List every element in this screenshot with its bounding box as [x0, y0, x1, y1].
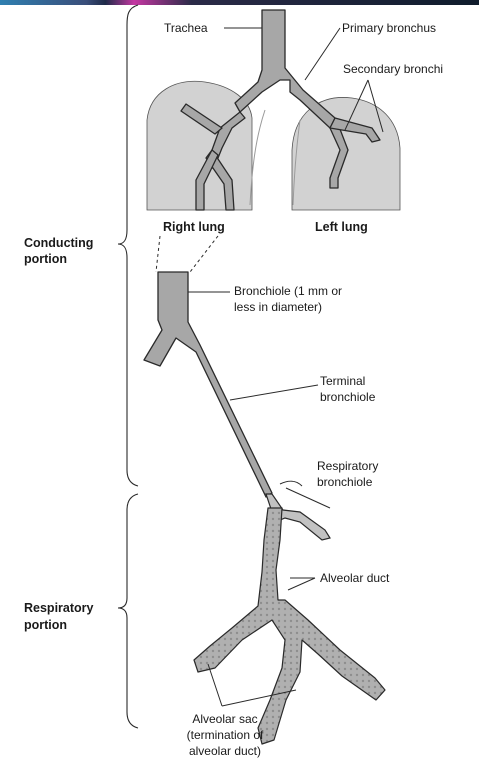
bronchiole-label-1: Bronchiole (1 mm or [234, 284, 342, 298]
alveolar-sac-label-1: Alveolar sac [165, 712, 285, 726]
terminal-bronchiole-label-2: bronchiole [320, 390, 375, 404]
primary-bronchus-label: Primary bronchus [342, 21, 436, 35]
respiratory-portion-label-2: portion [24, 618, 67, 633]
alveolar-sac-label-2: (termination of [165, 728, 285, 742]
respiratory-bronchiole-label-1: Respiratory [317, 459, 378, 473]
right-lung-label: Right lung [163, 220, 225, 235]
respiratory-portion-label-1: Respiratory [24, 601, 93, 616]
conducting-brace [118, 5, 138, 486]
bronchiole-label-2: less in diameter) [234, 300, 322, 314]
respiratory-brace [118, 494, 138, 728]
alveolar-tree [194, 508, 385, 744]
alveolar-sac-label-3: alveolar duct) [165, 744, 285, 758]
terminal-bronchiole-label-1: Terminal [320, 374, 365, 388]
left-lung-label: Left lung [315, 220, 368, 235]
trachea-label: Trachea [164, 21, 208, 35]
respiratory-bronchiole-label-2: bronchiole [317, 475, 372, 489]
conducting-portion-label-2: portion [24, 252, 67, 267]
alveolar-duct-label: Alveolar duct [320, 571, 389, 585]
secondary-bronchi-label: Secondary bronchi [343, 62, 443, 76]
conducting-portion-label-1: Conducting [24, 236, 93, 251]
